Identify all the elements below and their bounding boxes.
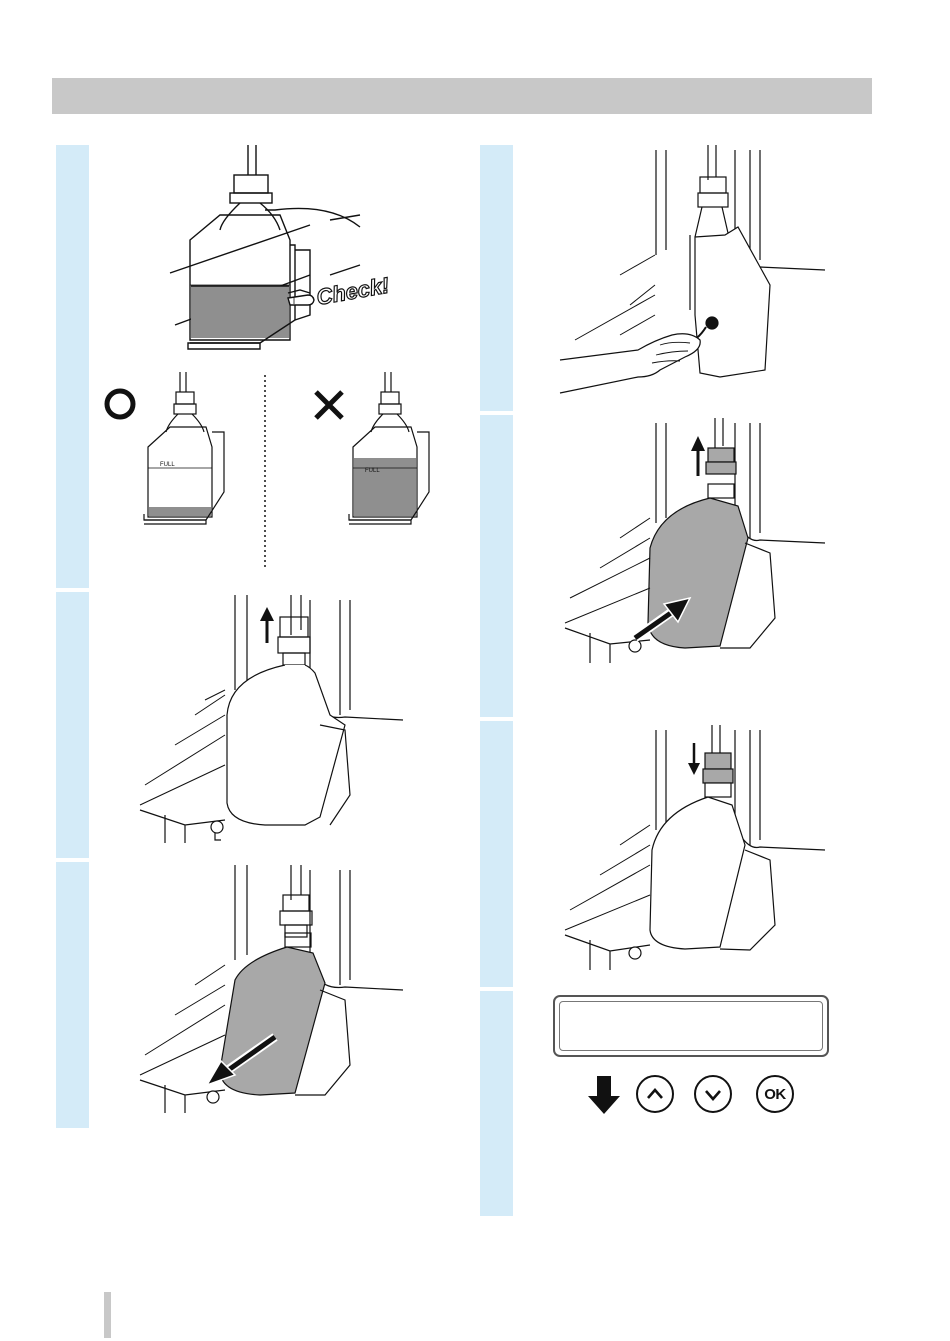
step-2-band [56,592,89,858]
tank-overfilled-illustration: FULL [345,372,435,522]
insert-bottle-illustration [560,418,830,668]
ok-key-label: OK [764,1086,786,1103]
incorrect-cross-icon [312,388,346,422]
step-6-band [480,721,513,987]
remove-bottle-illustration [135,865,410,1113]
wipe-nozzle-illustration [560,145,830,400]
down-arrow-icon [688,743,700,775]
operation-keys: OK [584,1072,804,1118]
up-arrow-icon [260,607,274,643]
lift-cap-illustration [135,595,410,843]
correct-circle-icon [102,386,138,422]
down-arrow-icon [586,1074,622,1118]
waste-tank-check-illustration: Check! [160,145,400,355]
chevron-up-icon [644,1083,666,1105]
step-3-band [56,862,89,1128]
up-key[interactable] [636,1075,674,1113]
footer-page-marker [104,1292,111,1338]
lcd-display [553,995,829,1057]
ok-key[interactable]: OK [756,1075,794,1113]
chevron-down-icon [702,1083,724,1105]
step-7-band [480,991,513,1216]
step-1-band [56,145,89,588]
full-label: FULL [160,462,175,468]
tank-correct-level-illustration: FULL [140,372,230,522]
full-label: FULL [365,468,380,474]
lcd-display-text [559,1001,823,1051]
step-4-band [480,145,513,411]
hand-wiping-icon [560,334,700,393]
comparison-divider [263,375,267,570]
check-label: Check! [315,273,392,310]
up-arrow-icon [691,436,705,476]
attach-cap-illustration [560,725,830,973]
header-bar [52,78,872,114]
down-key[interactable] [694,1075,732,1113]
pointing-hand-icon [288,295,314,305]
step-5-band [480,415,513,717]
